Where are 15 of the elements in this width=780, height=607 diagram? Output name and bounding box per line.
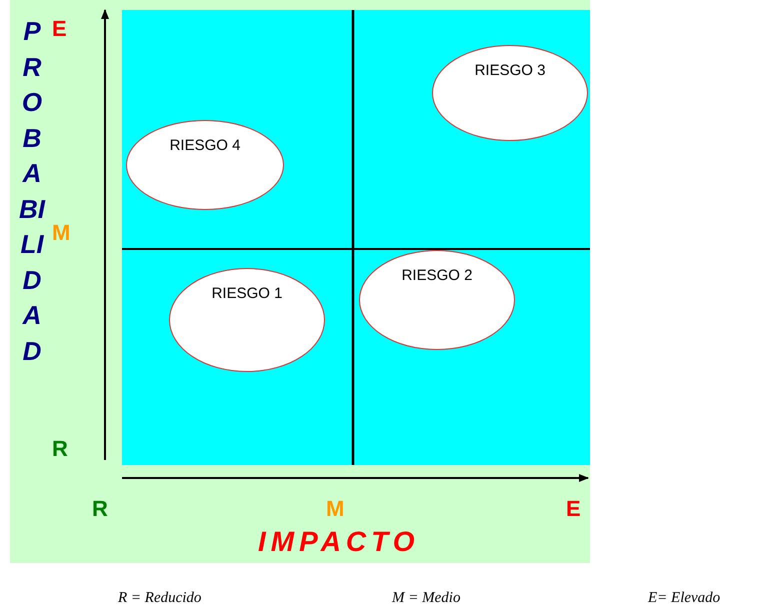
level-letter: M xyxy=(52,220,70,246)
axis-title: PROBABILIDAD xyxy=(18,15,46,368)
risk-label: RIESGO 2 xyxy=(400,267,474,284)
legend-note: M = Medio xyxy=(392,590,460,607)
level-letter: R xyxy=(92,496,108,522)
risk-label: RIESGO 4 xyxy=(168,137,242,154)
level-letter: R xyxy=(52,436,68,462)
legend-note: R = Reducido xyxy=(118,590,202,607)
risk-label: RIESGO 1 xyxy=(210,285,284,302)
axis-title: IMPACTO xyxy=(258,526,420,558)
level-letter: M xyxy=(326,496,344,522)
legend-note: E= Elevado xyxy=(648,590,720,607)
level-letter: E xyxy=(52,16,67,42)
risk-label: RIESGO 3 xyxy=(474,62,546,79)
level-letter: E xyxy=(566,496,581,522)
